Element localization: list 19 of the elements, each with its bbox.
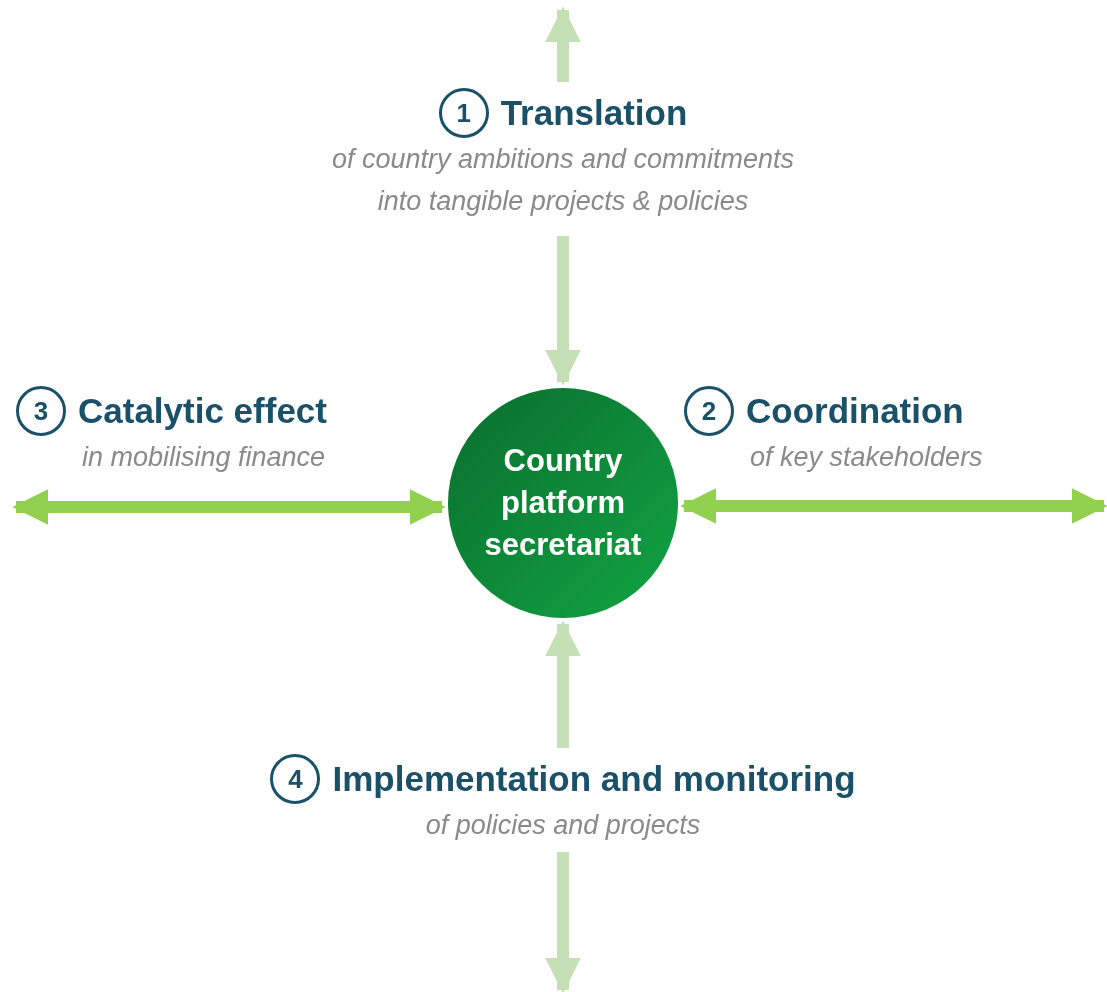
arrow: [545, 620, 581, 748]
step-heading: Implementation and monitoring: [332, 758, 856, 800]
step-heading: Catalytic effect: [78, 390, 327, 432]
arrow: [545, 236, 581, 386]
step-number: 4: [270, 754, 321, 804]
step-number: 3: [16, 386, 66, 436]
step-heading: Coordination: [746, 390, 964, 432]
arrow: [545, 852, 581, 992]
step-heading: Translation: [500, 92, 688, 134]
arrow: [545, 6, 581, 82]
double-arrow: [12, 489, 446, 525]
hub-label: Country platform secretariat: [483, 442, 643, 564]
step-description: of key stakeholders: [750, 441, 983, 474]
step-description: of country ambitions and commitments into tangible projects & policies: [330, 143, 796, 218]
step-description: in mobilising finance: [82, 441, 326, 474]
step-number: 2: [684, 386, 734, 436]
step-description: of policies and projects: [425, 809, 701, 842]
double-arrow: [680, 488, 1107, 524]
step-number: 1: [438, 88, 489, 138]
